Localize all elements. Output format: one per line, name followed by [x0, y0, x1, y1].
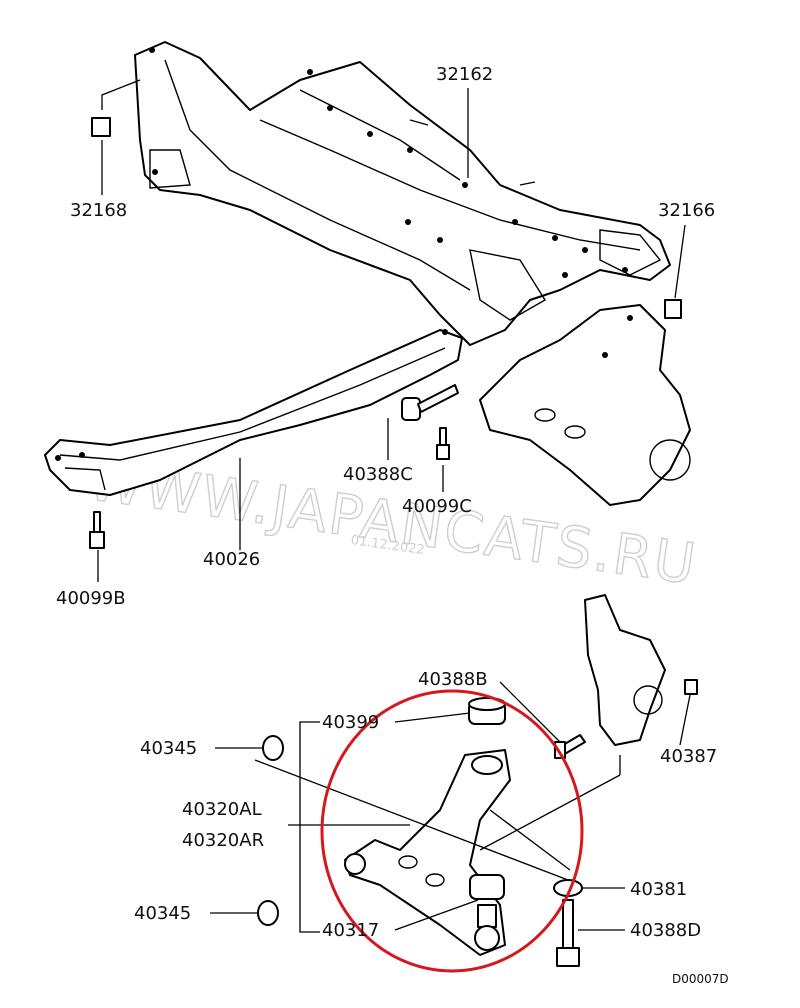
label-40099B[interactable]: 40099B	[56, 588, 126, 609]
knuckle-lower	[584, 594, 666, 746]
bolt-40388D[interactable]	[556, 899, 580, 967]
bolt-32166[interactable]	[664, 299, 682, 319]
washer-40345-bottom[interactable]	[257, 900, 279, 926]
label-40320AR[interactable]: 40320AR	[182, 830, 264, 851]
label-40381[interactable]: 40381	[630, 879, 687, 900]
washer-40345-top[interactable]	[262, 735, 284, 761]
label-32168[interactable]: 32168	[70, 200, 127, 221]
label-40388B[interactable]: 40388B	[418, 669, 488, 690]
highlight-circle	[320, 689, 584, 973]
bolt-32168[interactable]	[91, 117, 111, 137]
leaders-upper	[97, 79, 686, 582]
label-40320AL[interactable]: 40320AL	[182, 799, 262, 820]
label-32166[interactable]: 32166	[658, 200, 715, 221]
label-40387[interactable]: 40387	[660, 746, 717, 767]
leaders-lower	[210, 681, 691, 933]
label-40317[interactable]: 40317	[322, 920, 379, 941]
label-40388D[interactable]: 40388D	[630, 920, 701, 941]
label-40026[interactable]: 40026	[203, 549, 260, 570]
label-40399[interactable]: 40399	[322, 712, 379, 733]
bolt-40099B[interactable]	[89, 511, 105, 549]
bushing-lower[interactable]	[469, 874, 505, 951]
bolt-40388C[interactable]	[401, 384, 459, 421]
label-40345-top[interactable]: 40345	[140, 738, 197, 759]
steering-knuckle-upper	[479, 304, 691, 506]
diagram-code: D00007D	[672, 972, 729, 986]
bolt-40099C[interactable]	[436, 427, 450, 460]
frame-40026[interactable]	[44, 329, 463, 496]
label-40345-bottom[interactable]: 40345	[134, 903, 191, 924]
nut-40387[interactable]	[684, 679, 698, 695]
label-40388C[interactable]: 40388C	[343, 464, 413, 485]
part-labels: 32162 32168 32166 40388C 40099C 40026 40…	[56, 64, 729, 986]
label-32162[interactable]: 32162	[436, 64, 493, 85]
label-40099C[interactable]: 40099C	[402, 496, 472, 517]
crossmember-32162[interactable]	[134, 41, 671, 346]
